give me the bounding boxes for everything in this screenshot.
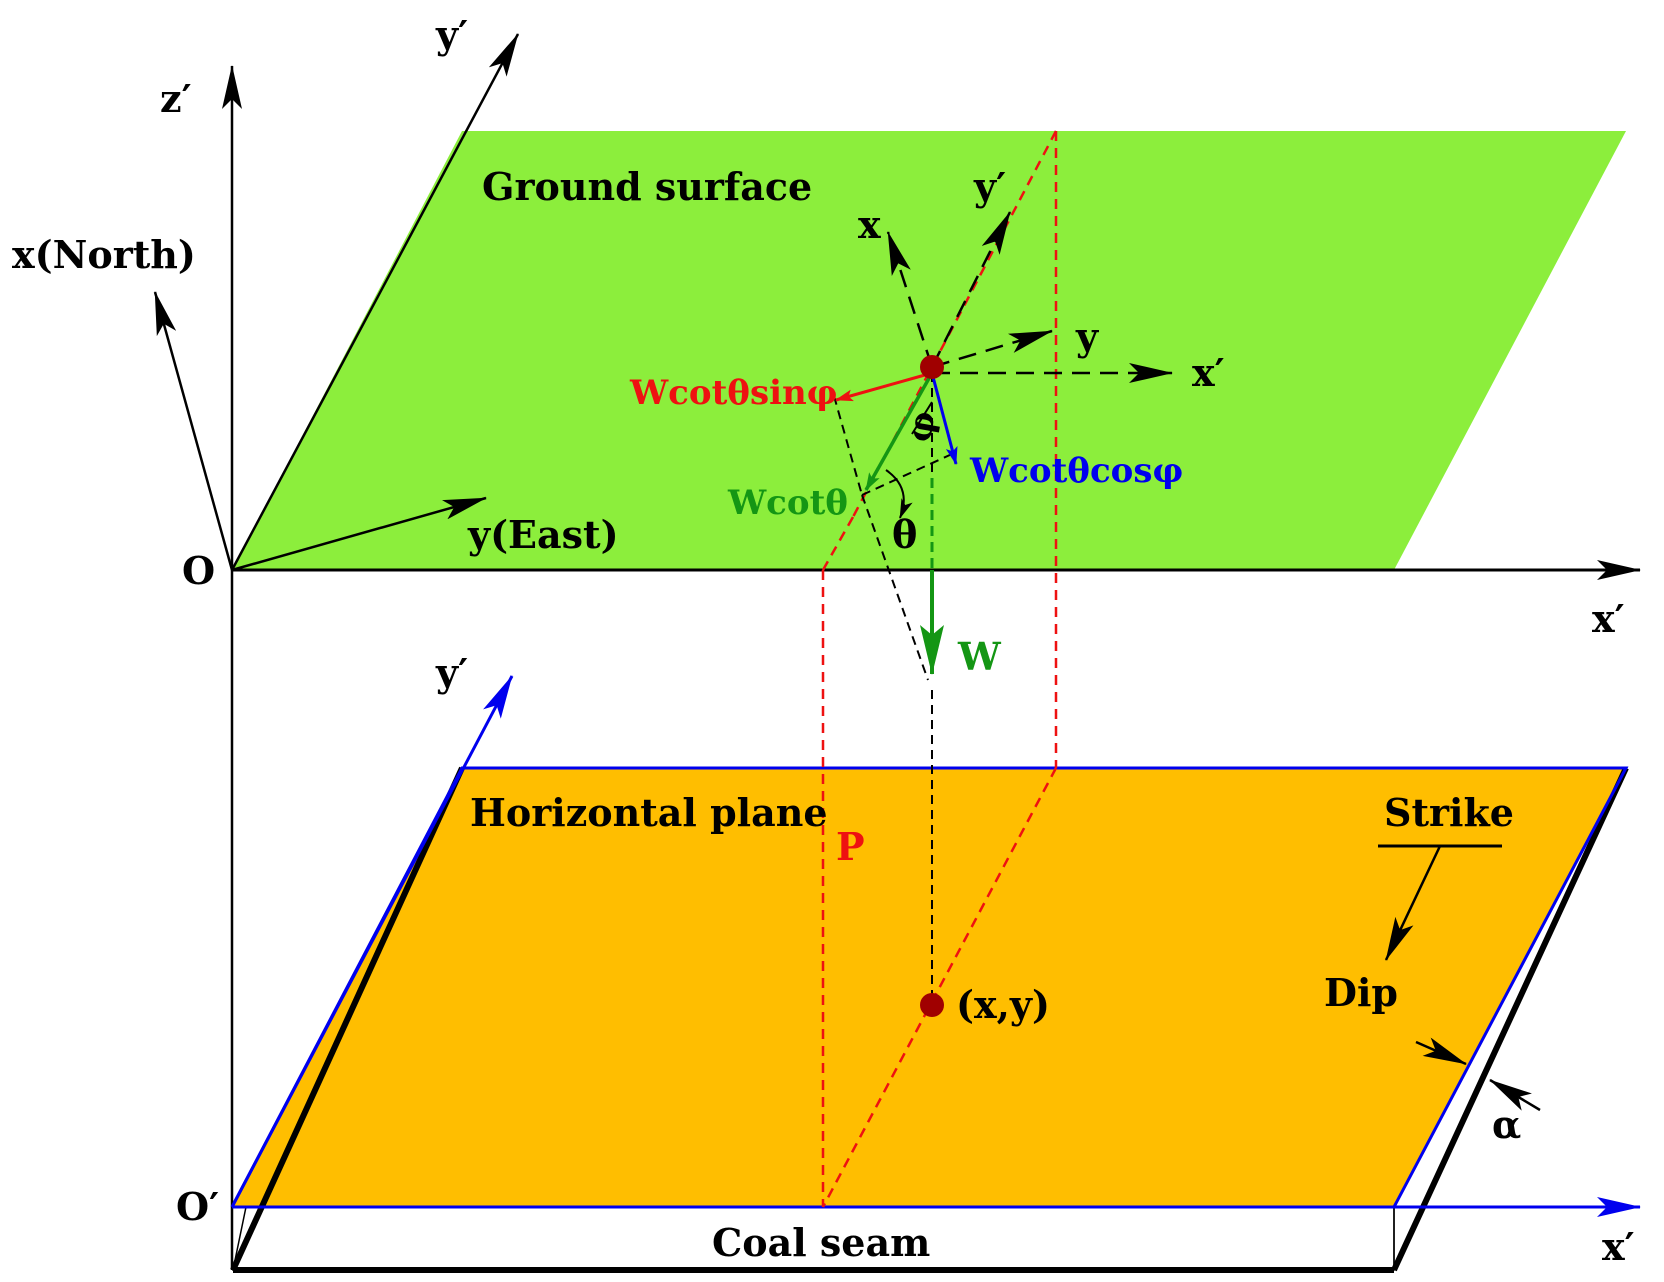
ground-surface-plane: [232, 131, 1626, 570]
y-prime-axis-top: [230, 33, 520, 571]
y-east-axis: [231, 496, 487, 572]
local-y-prime-label: y′: [973, 164, 1006, 209]
w-cot-sin-vector: [835, 371, 933, 402]
local-y-label: y: [1075, 314, 1099, 359]
w-cot-cos-vector: [930, 372, 958, 465]
horizontal-plane: [232, 768, 1626, 1207]
phi-arc: [911, 401, 933, 435]
local-x-label: x: [858, 202, 881, 247]
w-cot-sin-label: Wcotθsinφ: [629, 373, 838, 413]
point-xy-label: (x,y): [956, 982, 1050, 1027]
x-north-axis: [153, 291, 234, 571]
phi-label: φ: [899, 408, 944, 445]
local-x-prime-label: x′: [1192, 350, 1225, 395]
origin-label: O: [182, 548, 215, 593]
seam-right-edge: [1391, 766, 1629, 1272]
w-label: W: [957, 634, 1002, 679]
alpha-arrow-inner: [1415, 1037, 1467, 1066]
z-prime-axis-label: z′: [160, 76, 192, 121]
x-prime-bottom-label: x′: [1602, 1224, 1635, 1269]
w-cot-vector: [864, 372, 934, 491]
alpha-arrow-outer: [1489, 1078, 1541, 1112]
w-cot-cos-label: Wcotθcosφ: [969, 451, 1183, 491]
seam-left-edge: [230, 766, 465, 1272]
origin-prime-label: O′: [176, 1184, 219, 1229]
p-label: P: [836, 824, 865, 869]
y-east-label: y(East): [467, 512, 619, 557]
alpha-label: α: [1492, 1102, 1521, 1147]
coal-seam-label: Coal seam: [712, 1220, 930, 1265]
ground-surface-label: Ground surface: [482, 164, 812, 209]
theta-label: θ: [892, 512, 917, 557]
y-prime-lower-label: y′: [435, 650, 468, 695]
local-axes: [886, 211, 1173, 383]
theta-arc: [885, 469, 913, 519]
strike-dip-arrow: [1384, 845, 1442, 961]
strike-label: Strike: [1384, 790, 1514, 835]
construction-lines: [833, 373, 953, 1003]
ground-point-marker: [920, 355, 944, 379]
y-prime-axis-lower: [230, 675, 514, 1208]
w-cot-label: Wcotθ: [727, 483, 848, 523]
seam-point-marker: [920, 993, 944, 1017]
dip-label: Dip: [1324, 970, 1398, 1015]
horizontal-plane-label: Horizontal plane: [470, 790, 828, 835]
x-north-label: x(North): [12, 232, 196, 277]
y-prime-top-label: y′: [435, 12, 468, 57]
x-prime-mid-label: x′: [1592, 596, 1625, 641]
